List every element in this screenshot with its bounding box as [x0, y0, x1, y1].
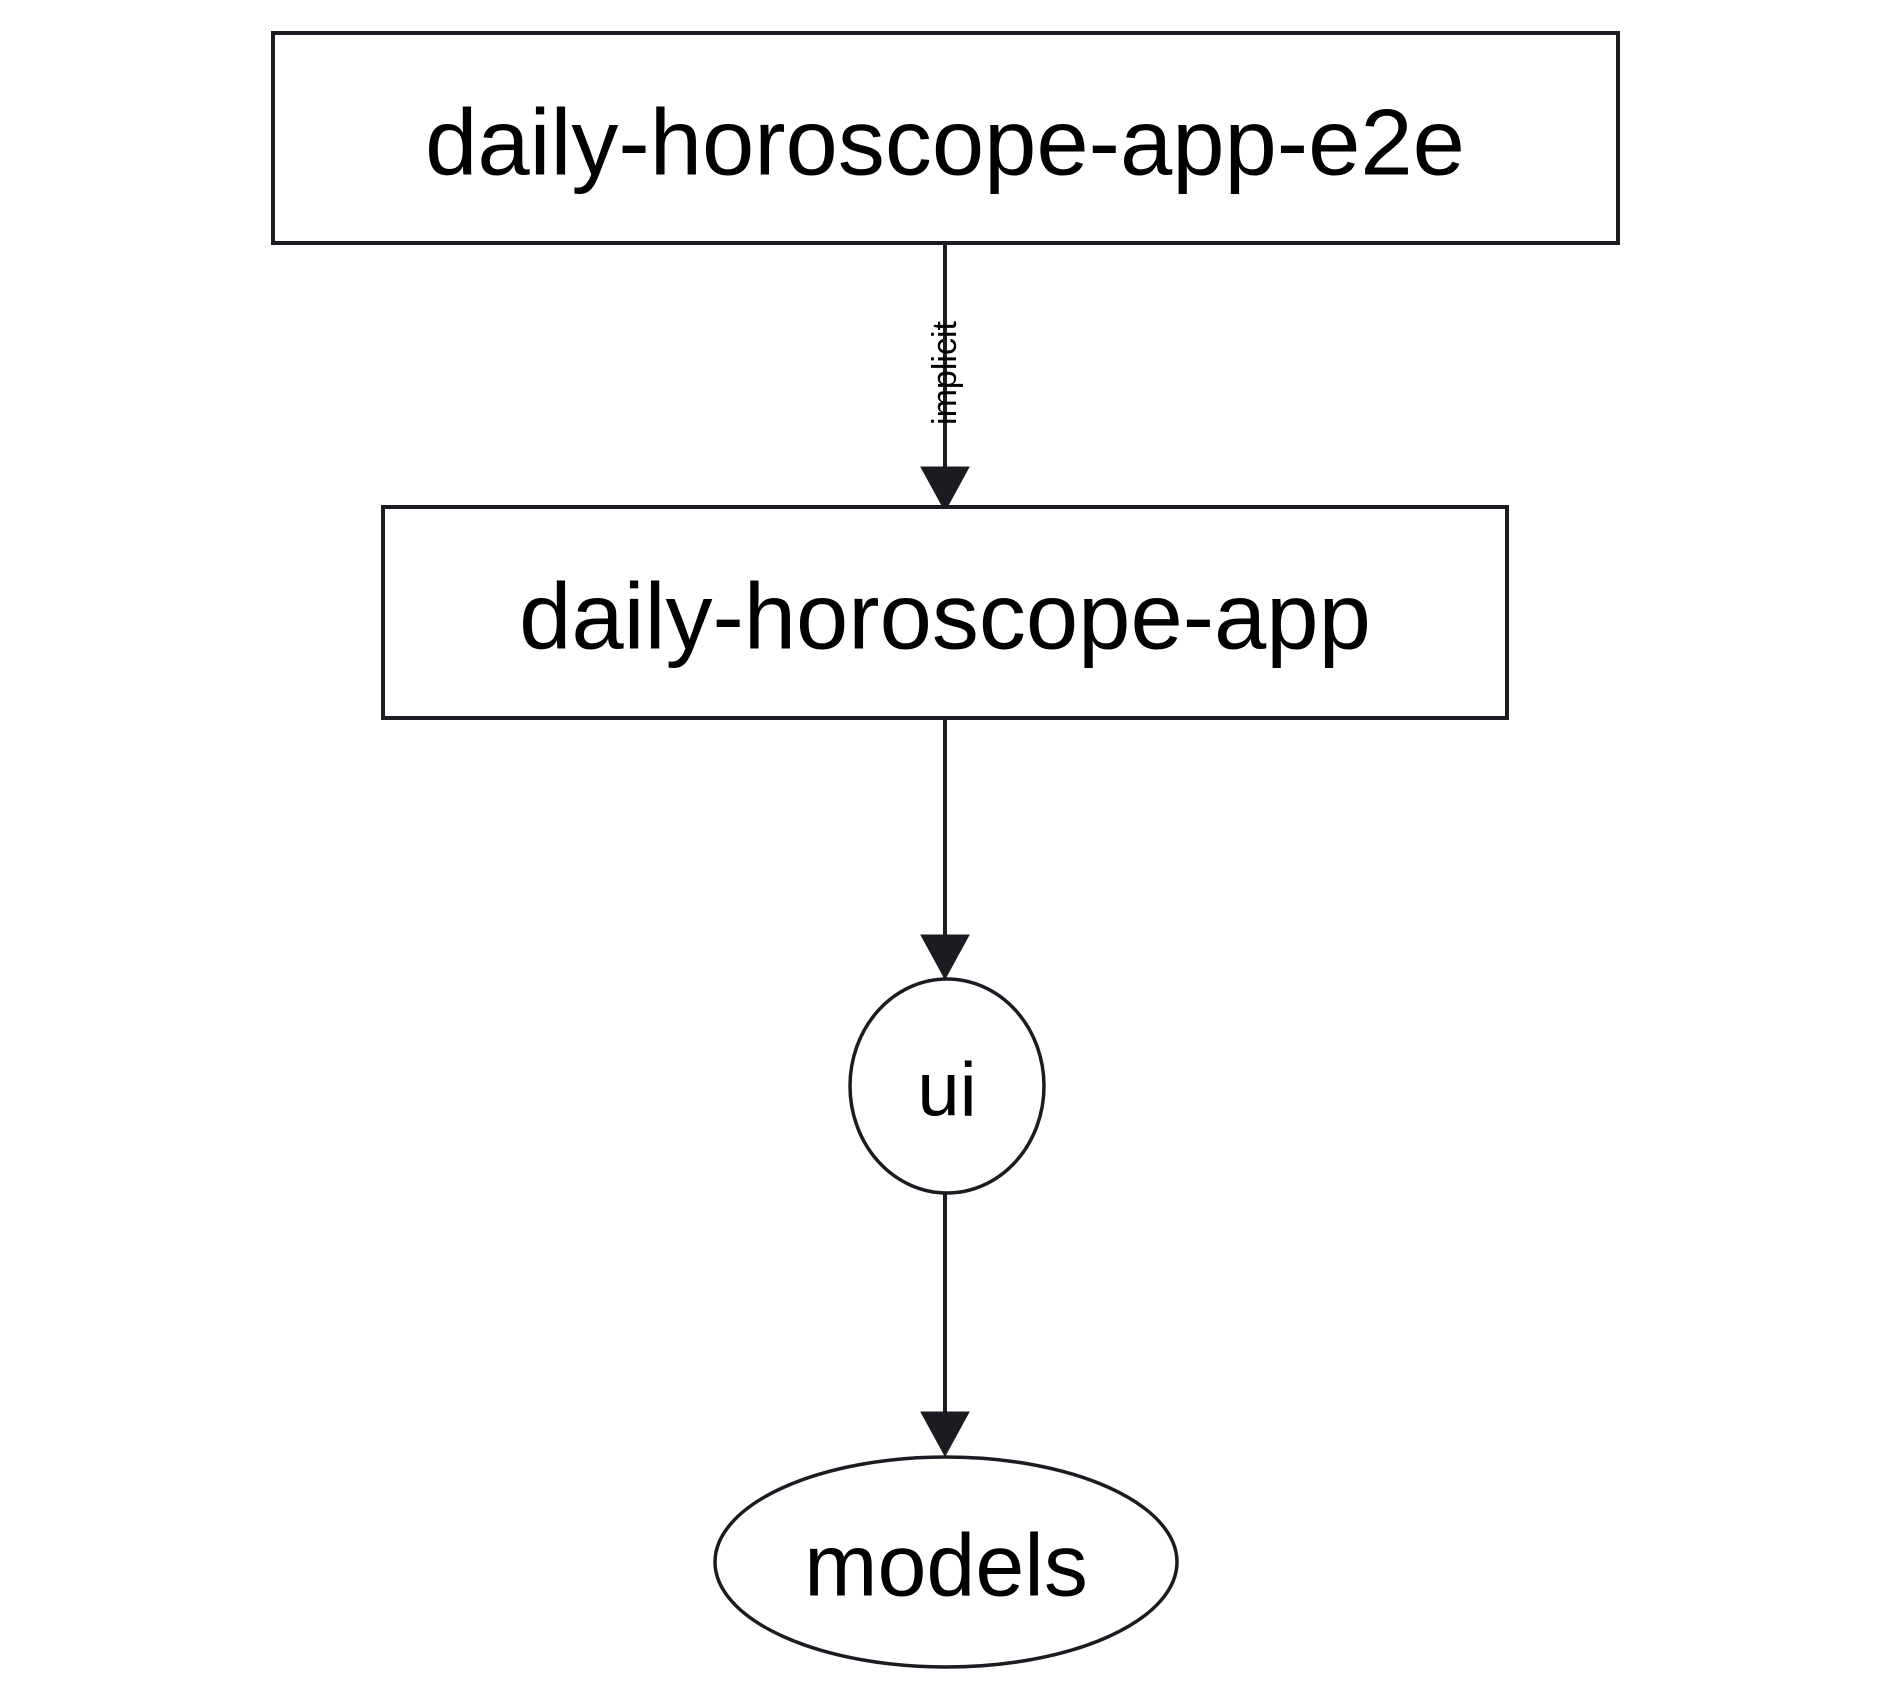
node-shape-ellipse-models — [713, 1455, 1179, 1669]
edge-arrowhead-app-to-ui — [920, 934, 970, 981]
edge-label-implicit: implicit — [926, 321, 964, 425]
edge-arrowhead-ui-to-models — [920, 1411, 970, 1458]
node-daily-horoscope-app[interactable]: daily-horoscope-app — [381, 505, 1509, 720]
node-models[interactable]: models — [713, 1455, 1179, 1669]
edge-e2e-to-app[interactable]: implicit — [920, 243, 970, 513]
node-ui[interactable]: ui — [848, 977, 1046, 1195]
node-label-models: models — [804, 1516, 1088, 1615]
node-label-daily-horoscope-app-e2e: daily-horoscope-app-e2e — [425, 90, 1465, 195]
edge-arrowhead-e2e-to-app — [920, 466, 970, 513]
node-shape-rect-app — [381, 505, 1509, 720]
node-label-daily-horoscope-app: daily-horoscope-app — [519, 564, 1371, 669]
edge-app-to-ui[interactable] — [920, 718, 970, 981]
edge-ui-to-models[interactable] — [920, 1193, 970, 1458]
node-daily-horoscope-app-e2e[interactable]: daily-horoscope-app-e2e — [271, 31, 1620, 245]
node-label-ui: ui — [917, 1048, 976, 1133]
node-shape-rect-e2e — [271, 31, 1620, 245]
